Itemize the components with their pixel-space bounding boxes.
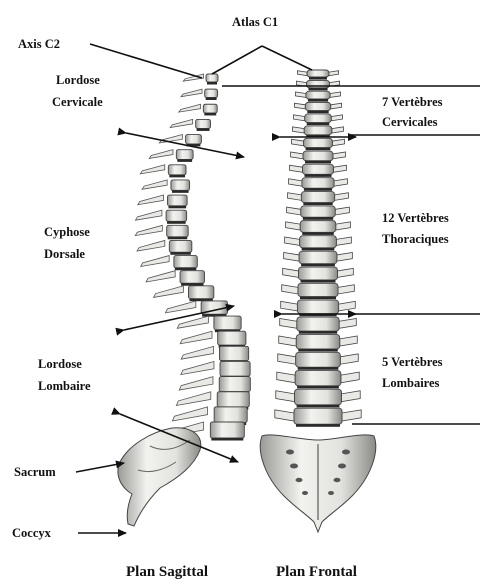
vertebres-cervicales-label-line2: Cervicales bbox=[382, 115, 438, 129]
sagittal-vertebra bbox=[181, 361, 250, 378]
frontal-vertebra bbox=[283, 267, 354, 282]
labels: Atlas C1 Axis C2 Lordose Cervicale Cypho… bbox=[12, 15, 449, 580]
axis-pointer bbox=[90, 44, 202, 78]
sagittal-vertebra bbox=[183, 74, 218, 85]
frontal-vertebra bbox=[285, 236, 352, 251]
vertebres-thoraciques-label-line1: 12 Vertèbres bbox=[382, 211, 449, 225]
atlas-label: Atlas C1 bbox=[232, 15, 278, 29]
sagittal-vertebra bbox=[170, 119, 210, 131]
lordose-lombaire-label-line2: Lombaire bbox=[38, 379, 91, 393]
sagittal-vertebra bbox=[142, 180, 190, 193]
sagittal-vertebra bbox=[149, 150, 193, 162]
caption-sagittal: Plan Sagittal bbox=[126, 564, 208, 580]
frontal-vertebra bbox=[289, 178, 348, 191]
lordose-cervicale-label-line2: Cervicale bbox=[52, 95, 103, 109]
axis-label: Axis C2 bbox=[18, 37, 60, 51]
sagittal-vertebra bbox=[146, 271, 204, 286]
sagittal-vertebra bbox=[177, 316, 241, 332]
cyphose-dorsale-label-line2: Dorsale bbox=[44, 247, 85, 261]
frontal-vertebra bbox=[292, 138, 345, 150]
sagittal-vertebra bbox=[180, 331, 246, 347]
caption-frontal: Plan Frontal bbox=[276, 564, 357, 580]
sagittal-vertebra bbox=[181, 89, 218, 100]
sagittal-vertebra bbox=[135, 210, 186, 224]
vertebres-lombaires-label-line1: 5 Vertèbres bbox=[382, 355, 443, 369]
sagittal-vertebra bbox=[138, 195, 187, 208]
atlas-pointer-right bbox=[262, 46, 312, 70]
frontal-vertebra bbox=[280, 317, 357, 334]
sacrum-pointer bbox=[76, 463, 124, 472]
lordose-cervicale-label-line1: Lordose bbox=[56, 73, 100, 87]
coccyx-label: Coccyx bbox=[12, 526, 52, 540]
frontal-vertebra bbox=[297, 70, 338, 80]
vertebres-cervicales-label-line1: 7 Vertèbres bbox=[382, 95, 443, 109]
sagittal-vertebra bbox=[141, 256, 198, 271]
sacrum-label: Sacrum bbox=[14, 465, 56, 479]
vertebres-lombaires-label-line2: Lombaires bbox=[382, 376, 440, 390]
frontal-vertebra bbox=[294, 102, 341, 113]
frontal-vertebra bbox=[286, 221, 351, 235]
cyphose-dorsale-label-line1: Cyphose bbox=[44, 225, 90, 239]
lordose-lombaire-label-line1: Lordose bbox=[38, 357, 82, 371]
sagittal-vertebra bbox=[154, 286, 214, 301]
frontal-vertebra bbox=[295, 91, 340, 101]
frontal-spine bbox=[275, 70, 361, 427]
sagittal-vertebra bbox=[179, 104, 217, 115]
sagittal-spine bbox=[135, 74, 250, 441]
frontal-vertebra bbox=[284, 251, 353, 266]
vertebres-thoraciques-label-line2: Thoraciques bbox=[382, 232, 449, 246]
frontal-vertebra bbox=[287, 206, 350, 220]
sagittal-vertebra bbox=[137, 240, 192, 254]
frontal-vertebra bbox=[277, 371, 359, 389]
frontal-vertebra bbox=[293, 114, 342, 125]
frontal-vertebra bbox=[291, 151, 346, 163]
frontal-vertebra bbox=[288, 192, 349, 206]
frontal-vertebra bbox=[275, 408, 361, 427]
frontal-sacrum bbox=[260, 435, 375, 532]
frontal-vertebra bbox=[292, 126, 343, 138]
sagittal-vertebra bbox=[135, 225, 188, 239]
sagittal-vertebra bbox=[140, 165, 186, 178]
sagittal-vertebra bbox=[181, 346, 249, 363]
frontal-vertebra bbox=[290, 164, 347, 177]
atlas-pointer-left bbox=[212, 46, 262, 74]
frontal-vertebra bbox=[278, 352, 359, 369]
frontal-vertebra bbox=[282, 283, 355, 299]
frontal-vertebra bbox=[279, 335, 358, 352]
frontal-vertebra bbox=[276, 389, 360, 407]
